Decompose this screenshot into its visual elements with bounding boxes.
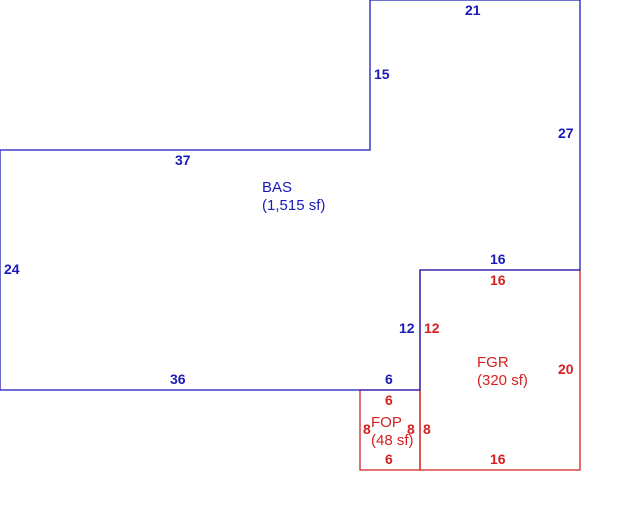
- fop-left-dimension: 8: [363, 421, 371, 437]
- bas-upper-right-dimension: 27: [558, 125, 574, 141]
- fgr-left-dimension: 12: [424, 320, 440, 336]
- fop-top-dimension: 6: [385, 392, 393, 408]
- fgr-bottom-dimension: 16: [490, 451, 506, 467]
- bas-area-value: (1,515 sf): [262, 197, 325, 214]
- fgr-area-value: (320 sf): [477, 372, 528, 389]
- fop-area-name: FOP: [371, 414, 402, 431]
- fgr-top-dimension: 16: [490, 272, 506, 288]
- bas-step-vertical-dimension: 15: [374, 66, 390, 82]
- fgr-area-name: FGR: [477, 354, 509, 371]
- bas-top-dimension: 21: [465, 2, 481, 18]
- bas-outline: [0, 0, 581, 391]
- fop-bottom-dimension: 6: [385, 451, 393, 467]
- fgr-right-dimension: 20: [558, 361, 574, 377]
- bas-area-name: BAS: [262, 179, 292, 196]
- fop-area-value: (48 sf): [371, 432, 414, 449]
- bas-step-horizontal-dimension: 37: [175, 152, 191, 168]
- bas-bottom-short-dimension: 6: [385, 371, 393, 387]
- bas-garage-top-dimension: 16: [490, 251, 506, 267]
- bas-bottom-dimension: 36: [170, 371, 186, 387]
- fop-right-outer-dimension: 8: [423, 421, 431, 437]
- bas-left-dimension: 24: [4, 261, 20, 277]
- fop-right-dimension: 8: [407, 421, 415, 437]
- bas-garage-left-dimension: 12: [399, 320, 415, 336]
